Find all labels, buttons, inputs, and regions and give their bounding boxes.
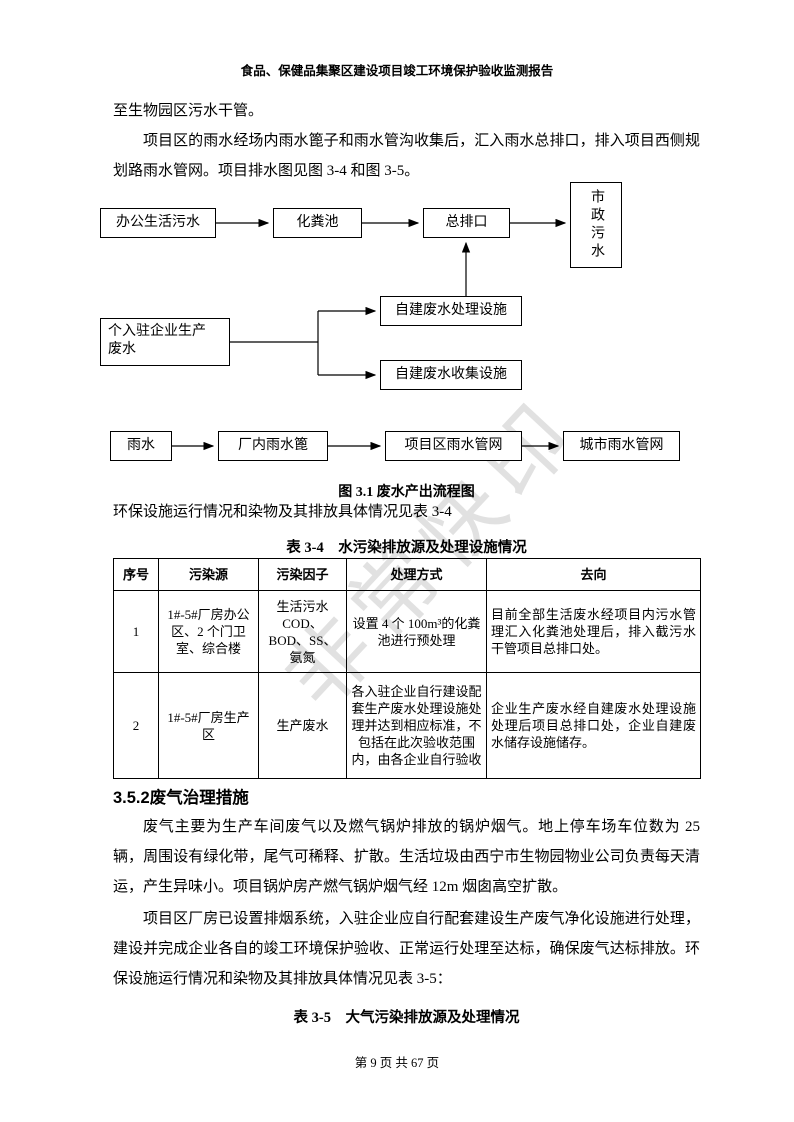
- table34-r1-method: 设置 4 个 100m³的化粪池进行预处理: [346, 590, 487, 673]
- flow-box-septic-tank: 化粪池: [273, 208, 362, 238]
- table35-title: 表 3-5 大气污染排放源及处理情况: [293, 1010, 520, 1026]
- flow-box-municipal-sewage: 市政污水: [570, 182, 622, 268]
- table34-r1-destination: 目前全部生活废水经项目内污水管理汇入化粪池处理后，排入截污水干管项目总排口处。: [486, 590, 701, 673]
- table34-title: 表 3-4 水污染排放源及处理设施情况: [286, 540, 527, 556]
- table34-header-method: 处理方式: [346, 558, 487, 591]
- table34-r1-factor: 生活污水 COD、BOD、SS、氨氮: [258, 590, 347, 673]
- paragraph-rainwater: 项目区的雨水经场内雨水篦子和雨水管沟收集后，汇入雨水总排口，排入项目西侧规划路雨…: [113, 133, 700, 179]
- table34-r2-seq: 2: [113, 672, 159, 779]
- page-number-footer: 第 9 页 共 67 页: [354, 1056, 440, 1070]
- flow-box-project-rain-network: 项目区雨水管网: [385, 431, 522, 461]
- table34-r2-factor: 生产废水: [258, 672, 347, 779]
- figure-caption: 图 3.1 废水产出流程图: [338, 485, 475, 500]
- flow-box-main-outlet: 总排口: [423, 208, 510, 238]
- table34-r2-source: 1#-5#厂房生产区: [158, 672, 259, 779]
- table34-r1-source: 1#-5#厂房办公区、2 个门卫室、综合楼: [158, 590, 259, 673]
- table34-header-source: 污染源: [158, 558, 259, 591]
- document-header-title: 食品、保健品集聚区建设项目竣工环境保护验收监测报告: [240, 64, 554, 78]
- flow-box-rain-grate: 厂内雨水篦: [218, 431, 328, 461]
- table34-header-destination: 去向: [486, 558, 701, 591]
- table34-r1-seq: 1: [113, 590, 159, 673]
- flow-box-treatment-facility: 自建废水处理设施: [380, 296, 522, 326]
- section-heading-3-5-2: 3.5.2废气治理措施: [113, 789, 249, 807]
- paragraph-exhaust-gas-1: 废气主要为生产车间废气以及燃气锅炉排放的锅炉烟气。地上停车场车位数为 25 辆，…: [113, 819, 700, 895]
- table34-r2-destination: 企业生产废水经自建废水处理设施处理后项目总排口处，企业自建废水储存设施储存。: [486, 672, 701, 779]
- flow-box-rainwater: 雨水: [110, 431, 172, 461]
- table34-r2-method: 各入驻企业自行建设配套生产废水处理设施处理并达到相应标准，不包括在此次验收范围内…: [346, 672, 487, 779]
- table34-header-seq: 序号: [113, 558, 159, 591]
- table-row: 2 1#-5#厂房生产区 生产废水 各入驻企业自行建设配套生产废水处理设施处理并…: [113, 672, 701, 779]
- flow-box-office-sewage: 办公生活污水: [100, 208, 216, 238]
- flow-box-city-rain-network: 城市雨水管网: [563, 431, 680, 461]
- paragraph-sewer-main: 至生物园区污水干管。: [113, 103, 264, 119]
- paragraph-see-table34: 环保设施运行情况和染物及其排放具体情况见表 3-4: [113, 504, 452, 520]
- flow-box-enterprise-wastewater: 个入驻企业生产废水: [100, 318, 230, 366]
- table34-header-row: 序号 污染源 污染因子 处理方式 去向: [113, 558, 701, 591]
- table-row: 1 1#-5#厂房办公区、2 个门卫室、综合楼 生活污水 COD、BOD、SS、…: [113, 590, 701, 673]
- table34-header-factor: 污染因子: [258, 558, 347, 591]
- table34: 序号 污染源 污染因子 处理方式 去向 1 1#-5#厂房办公区、2 个门卫室、…: [113, 558, 701, 779]
- flow-box-collection-facility: 自建废水收集设施: [380, 360, 522, 390]
- paragraph-exhaust-gas-2: 项目区厂房已设置排烟系统，入驻企业应自行配套建设生产废气净化设施进行处理，建设并…: [113, 911, 700, 987]
